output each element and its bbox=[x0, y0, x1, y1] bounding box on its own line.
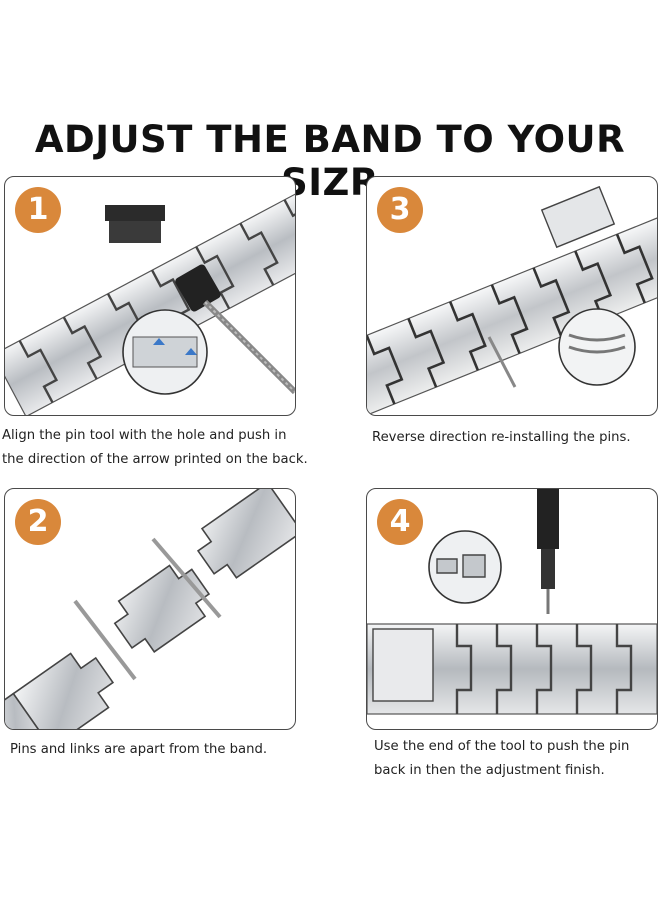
caption-line: Align the pin tool with the hole and pus… bbox=[2, 428, 287, 443]
pin-tool-icon bbox=[537, 489, 559, 614]
step-1-panel: 1 bbox=[4, 176, 296, 416]
caption-line: Reverse direction re-installing the pins… bbox=[372, 430, 631, 445]
step-3-badge: 3 bbox=[377, 187, 423, 233]
step-3-caption: Reverse direction re-installing the pins… bbox=[372, 426, 660, 450]
clasp bbox=[372, 628, 434, 702]
step-1-badge: 1 bbox=[15, 187, 61, 233]
band-link-icon bbox=[367, 210, 657, 415]
separated-links-illustration bbox=[5, 489, 295, 729]
pin-icon bbox=[151, 537, 222, 619]
step-2-badge: 2 bbox=[15, 499, 61, 545]
band-link-icon bbox=[113, 564, 211, 653]
band-link-icon bbox=[196, 489, 295, 579]
band-link-icon bbox=[5, 652, 115, 729]
pin-icon bbox=[73, 599, 137, 681]
pin-icon bbox=[487, 336, 517, 388]
caption-line: Pins and links are apart from the band. bbox=[10, 742, 268, 757]
pin-icon bbox=[568, 333, 626, 354]
step-2-panel: 2 bbox=[4, 488, 296, 730]
arrow-icon bbox=[153, 338, 165, 345]
caption-line: Use the end of the tool to push the pin bbox=[374, 739, 630, 754]
caption-line: back in then the adjustment finish. bbox=[374, 763, 605, 778]
step-4-panel: 4 bbox=[366, 488, 658, 730]
magnifier-inset bbox=[558, 308, 636, 386]
step-4-badge: 4 bbox=[377, 499, 423, 545]
pin-tool-icon bbox=[105, 205, 295, 395]
caption-line: the direction of the arrow printed on th… bbox=[2, 452, 308, 467]
band-link-icon bbox=[5, 184, 295, 415]
clasp bbox=[540, 185, 616, 249]
step-3-panel: 3 bbox=[366, 176, 658, 416]
step-1-caption: Align the pin tool with the hole and pus… bbox=[2, 424, 312, 472]
page-title: ADJUST THE BAND TO YOUR SIZR bbox=[34, 118, 626, 204]
band-reinstall-illustration bbox=[367, 185, 657, 415]
step-2-caption: Pins and links are apart from the band. bbox=[10, 738, 320, 762]
band-with-pin-tool-illustration bbox=[5, 184, 295, 415]
step-4-caption: Use the end of the tool to push the pin … bbox=[374, 735, 660, 783]
finish-adjustment-illustration bbox=[367, 489, 657, 715]
